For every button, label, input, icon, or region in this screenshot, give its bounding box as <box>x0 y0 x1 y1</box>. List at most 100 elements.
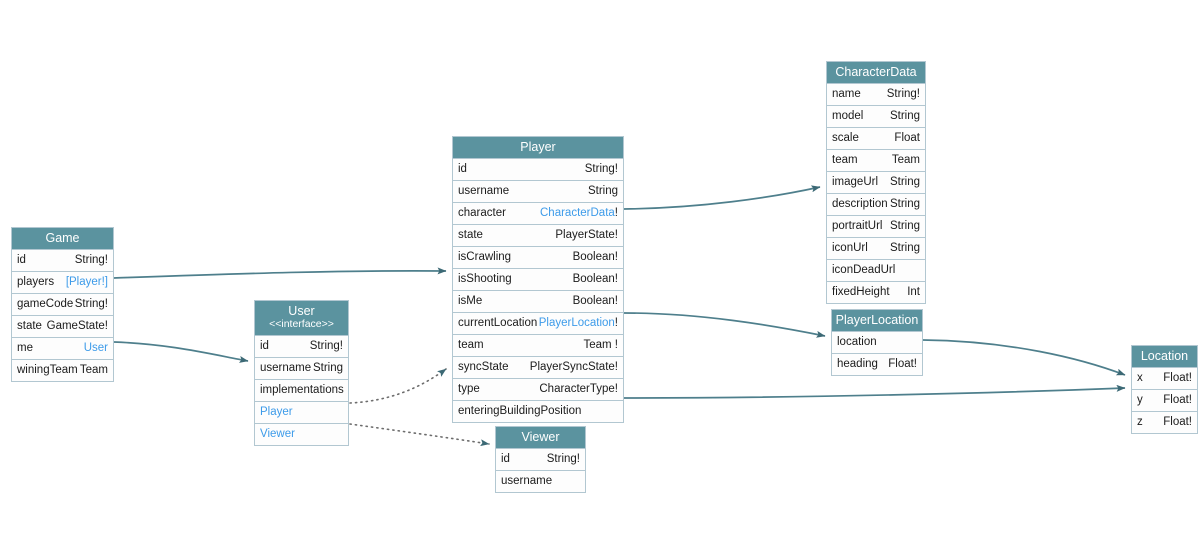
field-row[interactable]: x Float! <box>1132 367 1197 389</box>
field-name: state <box>458 229 483 241</box>
field-row[interactable]: isCrawling Boolean! <box>453 246 623 268</box>
implementation-row-viewer[interactable]: Viewer <box>255 423 348 445</box>
field-type: String! <box>309 340 343 352</box>
field-row[interactable]: state GameState! <box>12 315 113 337</box>
field-row[interactable]: isMe Boolean! <box>453 290 623 312</box>
field-row[interactable]: syncState PlayerSyncState! <box>453 356 623 378</box>
field-row[interactable]: id String! <box>496 448 585 470</box>
field-name: imageUrl <box>832 176 879 188</box>
field-row[interactable]: location Location! <box>832 331 922 353</box>
field-row[interactable]: y Float! <box>1132 389 1197 411</box>
field-type: Int <box>907 286 920 298</box>
field-row[interactable]: gameCode String! <box>12 293 113 315</box>
field-row[interactable]: players [Player!] <box>12 271 113 293</box>
field-name: state <box>17 320 42 332</box>
implementation-name[interactable]: Player <box>260 406 293 418</box>
field-type: PlayerSyncState! <box>529 361 618 373</box>
field-row[interactable]: character CharacterData! <box>453 202 623 224</box>
entity-game[interactable]: Game id String! players [Player!] gameCo… <box>11 227 114 382</box>
field-row[interactable]: me User <box>12 337 113 359</box>
field-row[interactable]: winingTeam Team <box>12 359 113 381</box>
field-name: isMe <box>458 295 483 307</box>
field-type: Float! <box>1163 416 1192 428</box>
field-name: iconUrl <box>832 242 868 254</box>
field-type: Boolean! <box>572 273 618 285</box>
entity-character-data[interactable]: CharacterData name String! model String … <box>826 61 926 304</box>
field-type-link[interactable]: CharacterData! <box>540 203 618 224</box>
field-type-suffix: ! <box>614 207 618 219</box>
field-type: String! <box>584 163 618 175</box>
field-type-link[interactable]: [Player!] <box>65 276 108 288</box>
field-row[interactable]: z Float! <box>1132 411 1197 433</box>
field-type: String! <box>74 298 108 310</box>
field-row[interactable]: id String! <box>12 249 113 271</box>
field-name: scale <box>832 132 859 144</box>
field-row[interactable]: scale Float <box>827 127 925 149</box>
field-type: Float! <box>888 358 917 370</box>
field-type: Team <box>79 364 108 376</box>
field-type: String! <box>74 254 108 266</box>
field-row[interactable]: username String <box>496 470 585 492</box>
field-row[interactable]: username String <box>453 180 623 202</box>
field-row[interactable]: iconUrl String <box>827 237 925 259</box>
edge-player-enteringbuildingposition-to-location <box>623 384 1126 399</box>
entity-player-location[interactable]: PlayerLocation location Location! headin… <box>831 309 923 376</box>
field-row[interactable]: team Team <box>827 149 925 171</box>
field-type: Float! <box>1163 372 1192 384</box>
field-name: username <box>458 185 510 197</box>
field-row[interactable]: id String! <box>453 158 623 180</box>
field-type-suffix: ! <box>614 317 618 329</box>
entity-user[interactable]: User <<interface>> id String! username S… <box>254 300 349 446</box>
edge-game-players-to-player <box>113 267 447 279</box>
field-row[interactable]: heading Float! <box>832 353 922 375</box>
field-type-link-text: CharacterData <box>540 207 615 219</box>
field-name: isCrawling <box>458 251 512 263</box>
field-type: Team <box>891 154 920 166</box>
field-name: x <box>1137 372 1143 384</box>
field-name: portraitUrl <box>832 220 883 232</box>
entity-viewer-title: Viewer <box>496 427 585 448</box>
field-name: team <box>832 154 858 166</box>
field-row[interactable]: imageUrl String <box>827 171 925 193</box>
field-name: isShooting <box>458 273 512 285</box>
field-row[interactable]: id String! <box>255 335 348 357</box>
field-row[interactable]: iconDeadUrl String <box>827 259 925 281</box>
entity-viewer[interactable]: Viewer id String! username String <box>495 426 586 493</box>
field-type: String! <box>886 88 920 100</box>
implementation-name[interactable]: Viewer <box>260 428 295 440</box>
field-row[interactable]: description String <box>827 193 925 215</box>
entity-player[interactable]: Player id String! username String charac… <box>452 136 624 423</box>
edge-user-implements-player <box>349 368 447 404</box>
entity-character-data-title: CharacterData <box>827 62 925 83</box>
entity-game-title: Game <box>12 228 113 249</box>
field-row[interactable]: team Team ! <box>453 334 623 356</box>
field-type: String <box>889 198 920 210</box>
field-type: Team ! <box>583 339 618 351</box>
entity-location[interactable]: Location x Float! y Float! z Float! <box>1131 345 1198 434</box>
field-row[interactable]: name String! <box>827 83 925 105</box>
implementation-row-player[interactable]: Player <box>255 401 348 423</box>
field-row[interactable]: fixedHeight Int <box>827 281 925 303</box>
field-row[interactable]: isShooting Boolean! <box>453 268 623 290</box>
field-name: location <box>837 336 877 348</box>
edge-game-me-to-user <box>113 341 249 363</box>
field-row[interactable]: type CharacterType! <box>453 378 623 400</box>
field-name: model <box>832 110 864 122</box>
field-row[interactable]: enteringBuildingPosition Location <box>453 400 623 422</box>
entity-user-stereotype: <<interface>> <box>269 318 334 330</box>
field-name: syncState <box>458 361 509 373</box>
field-name: type <box>458 383 480 395</box>
field-name: name <box>832 88 861 100</box>
field-name: team <box>458 339 484 351</box>
field-row[interactable]: username String <box>255 357 348 379</box>
field-row[interactable]: state PlayerState! <box>453 224 623 246</box>
field-name: description <box>832 198 888 210</box>
field-row[interactable]: model String <box>827 105 925 127</box>
field-type: Boolean! <box>572 295 618 307</box>
field-type-link[interactable]: PlayerLocation! <box>539 313 618 334</box>
entity-player-location-title: PlayerLocation <box>832 310 922 331</box>
field-row[interactable]: portraitUrl String <box>827 215 925 237</box>
field-type-link[interactable]: User <box>83 342 108 354</box>
field-row[interactable]: currentLocation PlayerLocation! <box>453 312 623 334</box>
